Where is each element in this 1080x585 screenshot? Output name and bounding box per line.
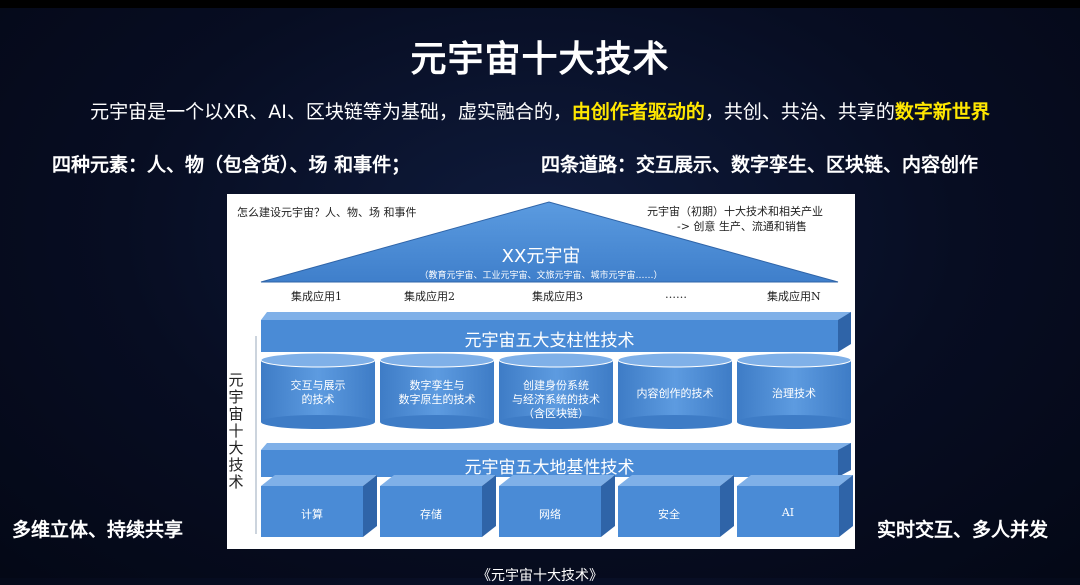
diagram-note-line1: 元宇宙（初期）十大技术和相关产业 bbox=[647, 205, 823, 218]
pillar-cylinder bbox=[260, 352, 376, 429]
integrated-app-label: 集成应用3 bbox=[532, 290, 583, 303]
left-tagline: 多维立体、持续共享 bbox=[12, 519, 184, 541]
integrated-app-label: …… bbox=[665, 288, 687, 301]
pillar-band bbox=[261, 320, 838, 352]
diagram-note-line2: -> 创意 生产、流通和销售 bbox=[677, 220, 807, 233]
pillar-label: 交互与展示的技术 bbox=[290, 379, 346, 406]
vertical-label: 元 宇 宙 十 大 技 术 bbox=[228, 371, 244, 491]
pillar-cylinders bbox=[260, 352, 852, 429]
diagram-question: 怎么建设元宇宙？人、物、场 和事件 bbox=[237, 206, 417, 219]
base-band bbox=[261, 450, 838, 477]
subtitle-highlight-creator: 由创作者驱动的 bbox=[571, 101, 705, 123]
pillar-cylinder bbox=[736, 352, 852, 429]
base-band-top bbox=[261, 443, 851, 450]
integrated-app-label: 集成应用1 bbox=[291, 290, 342, 303]
base-cubes bbox=[261, 475, 853, 537]
base-band-side bbox=[838, 443, 851, 477]
architecture-diagram: 怎么建设元宇宙？人、物、场 和事件 元宇宙（初期）十大技术和相关产业 -> 创意… bbox=[227, 194, 855, 549]
pillar-label: 创建身份系统与经济系统的技术（含区块链） bbox=[512, 379, 600, 420]
base-label: 计算 bbox=[301, 508, 323, 521]
roof-subtitle: （教育元宇宙、工业元宇宙、文旅元宇宙、城市元宇宙……） bbox=[419, 271, 663, 281]
pillar-band-top bbox=[261, 312, 851, 320]
pillar-band-side bbox=[838, 312, 851, 352]
pillar-label: 内容创作的技术 bbox=[636, 387, 714, 400]
four-roads-text: 四条道路：交互展示、数字孪生、区块链、内容创作 bbox=[541, 154, 979, 176]
integrated-app-label: 集成应用2 bbox=[404, 290, 455, 303]
integrated-app-label: 集成应用N bbox=[767, 290, 821, 303]
page-title: 元宇宙十大技术 bbox=[410, 39, 670, 80]
base-cube bbox=[499, 475, 615, 537]
subtitle-part2: ，共创、共治、共享的 bbox=[704, 101, 895, 123]
pillar-label: 数字孪生与数字原生的技术 bbox=[398, 379, 476, 406]
base-band-label: 元宇宙五大地基性技术 bbox=[464, 458, 635, 478]
roof-title: XX元宇宙 bbox=[501, 246, 581, 267]
base-cube bbox=[380, 475, 496, 537]
pillar-cylinder bbox=[498, 352, 614, 429]
diagram-graphics bbox=[255, 201, 853, 537]
base-cube bbox=[261, 475, 377, 537]
top-bar bbox=[0, 0, 1080, 8]
pillar-cylinder bbox=[379, 352, 495, 429]
subtitle-part1: 元宇宙是一个以XR、AI、区块链等为基础，虚实融合的， bbox=[90, 101, 572, 123]
base-label: AI bbox=[781, 506, 795, 519]
base-label: 存储 bbox=[420, 508, 442, 521]
pillar-cylinder bbox=[617, 352, 733, 429]
right-tagline: 实时交互、多人并发 bbox=[877, 519, 1049, 541]
diagram-note: 元宇宙（初期）十大技术和相关产业 -> 创意 生产、流通和销售 bbox=[647, 204, 823, 234]
base-cube bbox=[618, 475, 734, 537]
pillar-band-label: 元宇宙五大支柱性技术 bbox=[464, 331, 635, 351]
roof-triangle bbox=[260, 201, 839, 283]
pillar-label: 治理技术 bbox=[772, 387, 816, 400]
subtitle-highlight-world: 数字新世界 bbox=[894, 101, 990, 123]
base-cube bbox=[737, 475, 853, 537]
subtitle: 元宇宙是一个以XR、AI、区块链等为基础，虚实融合的，由创作者驱动的，共创、共治… bbox=[0, 97, 1080, 124]
base-label: 网络 bbox=[539, 508, 561, 521]
four-elements-text: 四种元素：人、物（包含货）、场 和事件； bbox=[52, 154, 411, 176]
figure-caption: 《元宇宙十大技术》 bbox=[477, 568, 603, 584]
base-label: 安全 bbox=[658, 508, 680, 521]
